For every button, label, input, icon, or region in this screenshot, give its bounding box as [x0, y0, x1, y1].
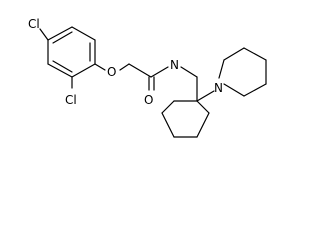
ring-bond [47, 26, 73, 41]
ring-bond [71, 63, 96, 78]
ring-oxygen-bond [94, 63, 106, 71]
oxygen-ch2-bond [119, 63, 130, 71]
quaternary-piperidine-bond [196, 90, 215, 102]
ring-bond [218, 59, 225, 79]
ring-bond [161, 100, 175, 114]
piperidine-nitrogen-label: N [214, 81, 223, 95]
ring-bond [196, 100, 210, 114]
ring-double-bond [52, 60, 73, 73]
nitrogen-ch2-bond [180, 66, 198, 78]
cl-top-bond [39, 28, 49, 41]
carbonyl-nitrogen-bond [150, 66, 169, 78]
ring-bond [243, 47, 267, 61]
ring-bond [223, 47, 245, 61]
ring-bond [196, 112, 210, 138]
ring-double-bond [52, 31, 73, 44]
structure-diagram: Cl Cl O O N N [28, 17, 267, 138]
ring-bond [223, 83, 245, 97]
ring-bond [243, 83, 267, 97]
chlorine-label-bottom: Cl [65, 93, 77, 107]
cyclohexane-ring [161, 100, 210, 138]
ether-oxygen-label: O [107, 65, 116, 79]
dichlorophenyl-ring [47, 26, 96, 78]
carbonyl-oxygen-label: O [144, 93, 153, 107]
ring-bond [47, 63, 73, 78]
amide-nitrogen-label: N [170, 58, 179, 72]
piperidine-ring [218, 47, 267, 97]
chlorine-label-top: Cl [28, 17, 40, 31]
ch2-carbonyl-bond [128, 63, 152, 78]
ring-bond [161, 112, 175, 138]
ring-bond [71, 26, 96, 41]
